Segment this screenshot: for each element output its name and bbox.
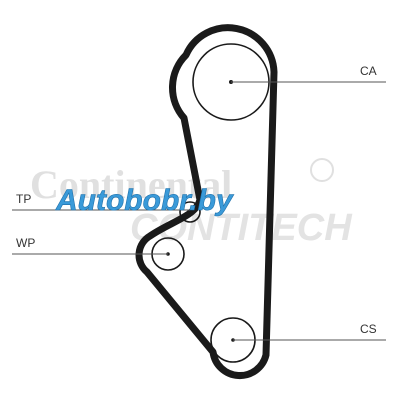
tensioner-pulley-rim xyxy=(179,201,201,223)
label-cs: CS xyxy=(360,322,377,336)
label-wp: WP xyxy=(16,236,35,250)
overlay-watermark-text: Autobobr.by xyxy=(55,184,234,217)
timing-belt xyxy=(135,24,278,380)
tensioner-pulley xyxy=(179,201,201,223)
tensioner-pulley-hub xyxy=(188,210,192,214)
watermark-seal-icon xyxy=(310,158,334,182)
label-ca: CA xyxy=(360,64,377,78)
label-tp: TP xyxy=(16,192,31,206)
